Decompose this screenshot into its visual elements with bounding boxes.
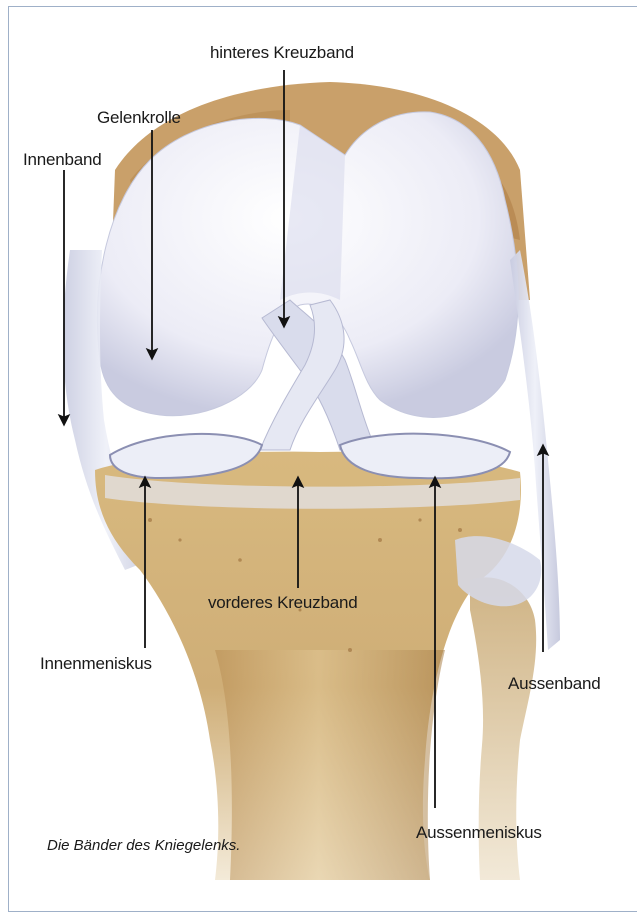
label-medial-meniscus: Innenmeniskus [40, 654, 152, 674]
figure-caption: Die Bänder des Kniegelenks. [47, 837, 240, 854]
label-medial-ligament: Innenband [23, 150, 102, 170]
label-posterior-cruciate: hinteres Kreuzband [210, 43, 354, 63]
label-anterior-cruciate: vorderes Kreuzband [208, 593, 358, 613]
label-condyle: Gelenkrolle [97, 108, 181, 128]
label-lateral-meniscus: Aussenmeniskus [416, 823, 542, 843]
label-lateral-ligament: Aussenband [508, 674, 601, 694]
